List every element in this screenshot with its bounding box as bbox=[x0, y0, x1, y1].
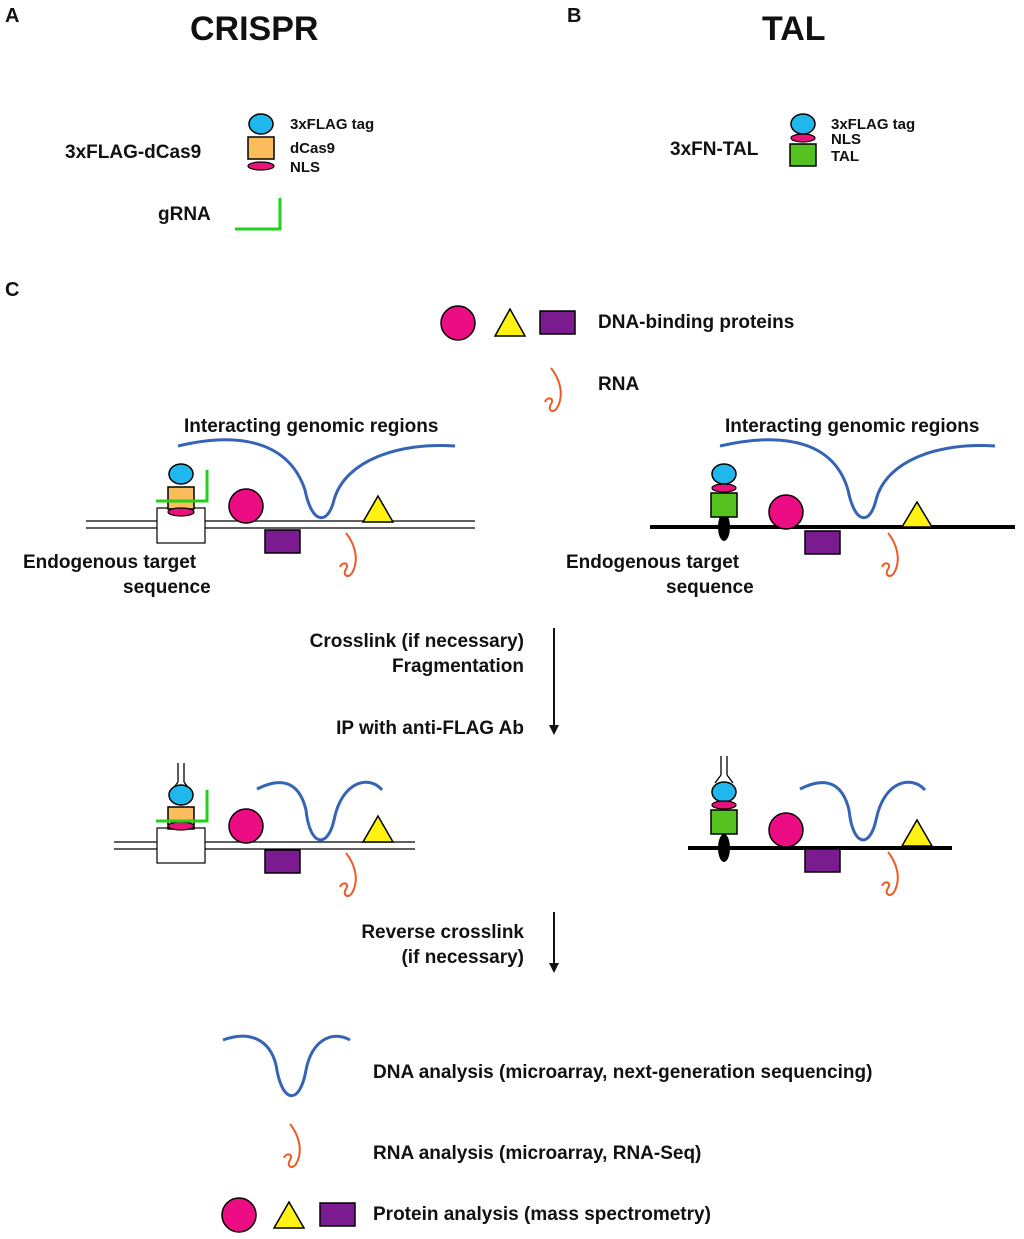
tal-square bbox=[789, 143, 817, 167]
legend-dna-binding-label: DNA-binding proteins bbox=[598, 312, 794, 333]
step1-line1: Crosslink (if necessary) bbox=[310, 631, 524, 652]
tal-title: TAL bbox=[762, 10, 826, 48]
tal-tag-label: 3xFLAG tag bbox=[831, 116, 915, 133]
yellow-protein-triangle bbox=[900, 500, 934, 528]
step3-line1: Reverse crosslink bbox=[361, 922, 524, 943]
tal-nls-ellipse bbox=[790, 133, 816, 143]
crispr-title: CRISPR bbox=[190, 10, 318, 48]
panel-b-letter: B bbox=[567, 5, 581, 27]
tal-scheme-ip bbox=[688, 756, 952, 896]
purple-protein-square bbox=[319, 1202, 356, 1227]
tal-tal-label: TAL bbox=[831, 148, 859, 165]
crispr-construct-label: 3xFLAG-dCas9 bbox=[65, 142, 201, 163]
tal-flag-tag-ellipse bbox=[790, 113, 816, 135]
legend-proteins bbox=[440, 305, 576, 341]
analysis-rna-label: RNA analysis (microarray, RNA-Seq) bbox=[373, 1143, 701, 1164]
step3-line2: (if necessary) bbox=[401, 947, 524, 968]
dna-loop bbox=[256, 780, 384, 842]
analysis-protein-label: Protein analysis (mass spectrometry) bbox=[373, 1204, 711, 1225]
tal-scheme-top bbox=[650, 438, 1015, 577]
purple-protein-square bbox=[539, 310, 576, 335]
pink-protein-circle bbox=[228, 488, 264, 524]
yellow-protein-triangle bbox=[493, 307, 527, 337]
grna-label: gRNA bbox=[158, 204, 211, 225]
dna-loop bbox=[719, 438, 996, 520]
pink-protein-circle bbox=[221, 1197, 257, 1233]
nls-ellipse bbox=[247, 161, 275, 171]
yellow-protein-triangle bbox=[361, 494, 395, 523]
antibody-icon bbox=[171, 763, 191, 791]
panel-c-letter: C bbox=[5, 279, 19, 301]
analysis-rna-squiggle bbox=[283, 1123, 301, 1168]
tal-interacting-label: Interacting genomic regions bbox=[725, 416, 979, 437]
tal-endogenous-line2: sequence bbox=[666, 577, 754, 598]
step2-label: IP with anti-FLAG Ab bbox=[336, 718, 524, 739]
purple-protein-square bbox=[804, 848, 841, 873]
tal-nls-label: NLS bbox=[831, 131, 861, 148]
panel-a-letter: A bbox=[5, 5, 19, 27]
crispr-scheme-top bbox=[86, 438, 475, 577]
analysis-dna-loop bbox=[222, 1034, 351, 1098]
tal-construct-label: 3xFN-TAL bbox=[670, 139, 759, 160]
pink-protein-circle bbox=[768, 812, 804, 848]
pink-protein-circle bbox=[440, 305, 476, 341]
dcas9-square bbox=[247, 136, 275, 160]
step1-line2: Fragmentation bbox=[392, 656, 524, 677]
crispr-scheme-ip bbox=[114, 763, 415, 897]
crispr-tag-label: 3xFLAG tag bbox=[290, 116, 374, 133]
crispr-interacting-label: Interacting genomic regions bbox=[184, 416, 438, 437]
legend-rna-label: RNA bbox=[598, 374, 639, 395]
crispr-dcas9-label: dCas9 bbox=[290, 140, 335, 157]
purple-protein-square bbox=[804, 530, 841, 555]
yellow-protein-triangle bbox=[900, 818, 934, 847]
crispr-nls-label: NLS bbox=[290, 159, 320, 176]
antibody-icon bbox=[714, 756, 734, 784]
purple-protein-square bbox=[264, 529, 301, 554]
dna-loop bbox=[799, 780, 927, 842]
pink-protein-circle bbox=[228, 808, 264, 844]
crispr-endogenous-line2: sequence bbox=[123, 577, 211, 598]
legend-rna-squiggle bbox=[544, 367, 562, 412]
crispr-endogenous-line1: Endogenous target bbox=[23, 552, 197, 573]
tal-endogenous-line1: Endogenous target bbox=[566, 552, 740, 573]
dcas9-construct bbox=[247, 113, 275, 171]
tal-construct bbox=[789, 113, 817, 167]
dna-loop bbox=[177, 438, 456, 520]
flag-tag-ellipse bbox=[248, 113, 274, 135]
yellow-protein-triangle bbox=[361, 814, 395, 843]
grna-symbol bbox=[235, 198, 282, 231]
purple-protein-square bbox=[264, 849, 301, 874]
analysis-dna-label: DNA analysis (microarray, next-generatio… bbox=[373, 1062, 872, 1083]
yellow-protein-triangle bbox=[272, 1200, 306, 1229]
analysis-proteins bbox=[221, 1197, 356, 1233]
pink-protein-circle bbox=[768, 494, 804, 530]
